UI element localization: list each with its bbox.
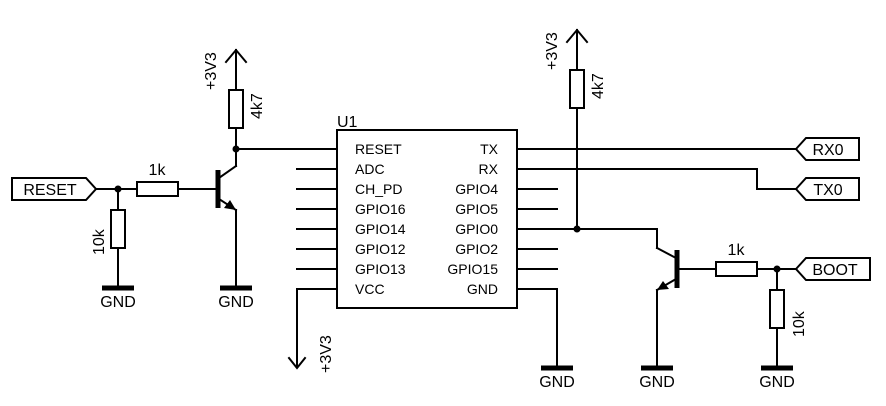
boot-base-value: 1k: [728, 242, 746, 259]
boot-pullup-resistor: [569, 69, 585, 109]
emitter-arrow-icon: [224, 200, 236, 210]
reset-pulldown-value: 10k: [91, 228, 108, 255]
reset-circuit: +3V3 4k7 GND 1k 10k GND RESET: [11, 48, 266, 311]
boot-pulldown-gnd-label: GND: [759, 374, 795, 391]
pin-label-gpio14: GPIO14: [355, 221, 406, 237]
boot-pullup-value: 4k7: [590, 73, 607, 99]
reset-pulldown-resistor: [110, 209, 126, 249]
emitter-arrow-icon: [657, 281, 669, 290]
pin-label-gpio5: GPIO5: [455, 201, 498, 217]
pin-label-gpio13: GPIO13: [355, 261, 406, 277]
pin-label-gpio2: GPIO2: [455, 241, 498, 257]
pin-label-vcc: VCC: [355, 281, 385, 297]
pin-label-gpio4: GPIO4: [455, 181, 498, 197]
tx0-port: [794, 177, 860, 201]
boot-pulldown-resistor: [769, 289, 785, 329]
vcc-supply-net: +3V3: [287, 288, 335, 373]
junction-dot: [232, 145, 240, 153]
ic-body: [336, 129, 518, 309]
pin-label-reset: RESET: [355, 141, 402, 157]
reset-supply-label: +3V3: [203, 52, 220, 90]
ic-right-pin-stubs: [516, 148, 558, 290]
ic-ref-label: U1: [337, 114, 358, 131]
boot-port: [794, 257, 871, 281]
ic-u1: U1 RESET ADC CH_PD GPIO16 GPIO1: [236, 114, 558, 309]
tx0-port-label: TX0: [813, 182, 842, 199]
boot-transistor-gnd-label: GND: [639, 374, 675, 391]
pin-label-gpio0: GPIO0: [455, 221, 498, 237]
rx0-port: [794, 137, 860, 161]
reset-pullup-value: 4k7: [249, 93, 266, 119]
pin-label-adc: ADC: [355, 161, 385, 177]
rx0-port-label: RX0: [812, 142, 843, 159]
pin-label-gpio12: GPIO12: [355, 241, 406, 257]
reset-port: [11, 177, 98, 201]
reset-port-label: RESET: [23, 182, 77, 199]
pin-label-gpio16: GPIO16: [355, 201, 406, 217]
boot-circuit: +3V3 4k7 GND 1k 10k GND BOOT: [544, 28, 871, 391]
pin-label-gnd: GND: [467, 281, 498, 297]
ic-gnd-label: GND: [539, 374, 575, 391]
boot-pulldown-value: 10k: [791, 310, 808, 337]
pin-label-rx: RX: [479, 161, 499, 177]
arrow-down-icon: [287, 356, 307, 370]
ic-gnd-net: GND: [516, 288, 575, 391]
reset-pulldown-gnd-label: GND: [100, 294, 136, 311]
pin-label-tx: TX: [480, 141, 499, 157]
uart-nets: RX0 TX0: [556, 137, 860, 201]
reset-base-value: 1k: [149, 162, 167, 179]
boot-port-label: BOOT: [812, 262, 858, 279]
reset-base-resistor: [136, 181, 179, 197]
boot-base-resistor: [715, 261, 758, 277]
ic-left-pin-stubs: [236, 148, 338, 290]
reset-transistor-gnd-label: GND: [218, 294, 254, 311]
pin-label-gpio15: GPIO15: [447, 261, 498, 277]
pin-label-ch-pd: CH_PD: [355, 181, 402, 197]
boot-supply-label: +3V3: [544, 32, 561, 70]
reset-pullup-resistor: [228, 89, 244, 129]
vcc-supply-label: +3V3: [318, 335, 335, 373]
